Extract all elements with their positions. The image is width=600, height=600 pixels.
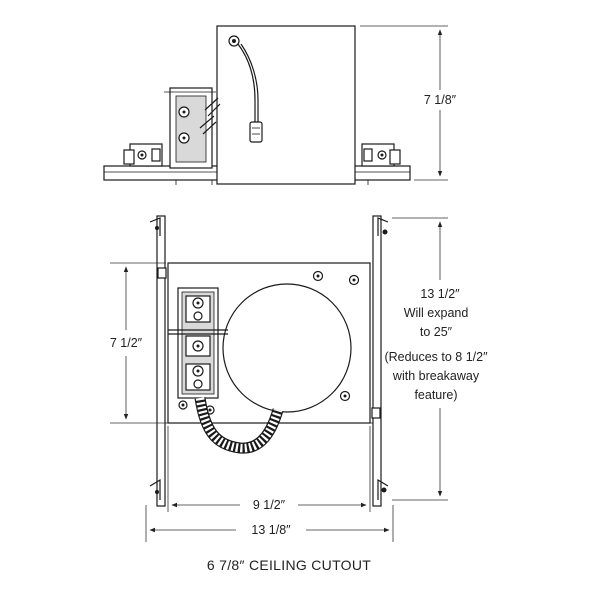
label-plate-width: 9 1/2″	[253, 498, 286, 512]
side-right-bracket	[361, 143, 401, 167]
dim-front-height: 7 1/2″	[110, 262, 166, 424]
label-bar-span-5: with breakaway	[392, 369, 480, 383]
dim-side-height: 7 1/8″	[360, 25, 457, 181]
label-bar-span-3: to 25″	[420, 325, 453, 339]
side-housing-can	[216, 25, 356, 185]
ceiling-cutout-caption: 6 7/8″ CEILING CUTOUT	[207, 557, 371, 573]
side-left-bracket	[123, 143, 163, 167]
aperture-circle	[222, 283, 352, 413]
side-view: 7 1/8″	[103, 25, 457, 185]
label-overall-width: 13 1/8″	[251, 523, 291, 537]
label-side-height: 7 1/8″	[424, 93, 457, 107]
left-hanger-bar	[149, 215, 166, 507]
label-bar-span-4: (Reduces to 8 1/2″	[384, 350, 488, 364]
side-junction-box	[164, 87, 221, 169]
label-bar-span-1: 13 1/2″	[420, 287, 460, 301]
right-hanger-bar	[372, 215, 389, 507]
junction-box	[168, 287, 228, 399]
label-bar-span-6: feature)	[414, 388, 457, 402]
flex-conduit	[194, 397, 284, 454]
dim-plate-width: 9 1/2″	[167, 426, 371, 512]
dim-bar-span: 13 1/2″ Will expand to 25″ (Reduces to 8…	[384, 217, 488, 501]
wire-connector-icon	[249, 121, 263, 143]
lead-wire	[237, 43, 256, 122]
label-bar-span-2: Will expand	[404, 306, 469, 320]
front-view: 7 1/2″ 13 1/2″ Will expand to 25″ (Reduc…	[110, 215, 488, 542]
dim-overall-width: 13 1/8″	[145, 505, 394, 542]
label-front-height: 7 1/2″	[110, 336, 143, 350]
